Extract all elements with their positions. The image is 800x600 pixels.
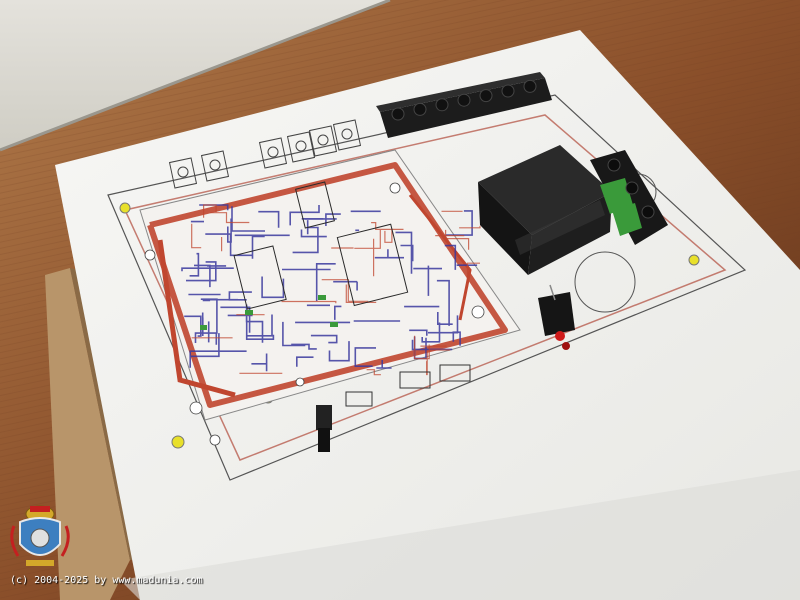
printed-connectors-bottom bbox=[345, 364, 471, 407]
pcb-trace bbox=[428, 315, 459, 334]
pcb-trace bbox=[245, 316, 275, 341]
pcb-trace bbox=[321, 279, 369, 302]
pcb-trace bbox=[310, 334, 338, 344]
terminal-screws bbox=[391, 79, 537, 121]
pcb-trace bbox=[291, 343, 317, 350]
pcb-trace-red-thin bbox=[191, 204, 481, 376]
pcb-trace bbox=[466, 262, 480, 287]
pcb-trace bbox=[366, 369, 381, 376]
pcb-trace bbox=[181, 267, 234, 272]
pcb-trace bbox=[247, 314, 273, 337]
pcb-trace bbox=[281, 300, 337, 304]
terminal-screw bbox=[523, 79, 537, 93]
printed-connector-row bbox=[168, 119, 362, 189]
pcb-trace bbox=[374, 249, 404, 259]
pcb-trace bbox=[191, 223, 202, 249]
pcb-trace bbox=[251, 353, 268, 372]
pcb-trace bbox=[400, 244, 414, 262]
terminal-screw bbox=[435, 98, 449, 112]
pcb-trace bbox=[436, 279, 450, 326]
terminal-screw bbox=[457, 93, 471, 107]
transformer bbox=[478, 145, 612, 275]
pcb-trace bbox=[295, 356, 314, 367]
pcb-trace bbox=[189, 350, 247, 368]
pcb-trace bbox=[258, 210, 280, 228]
pcb-trace bbox=[203, 204, 217, 218]
terminal-screw bbox=[391, 107, 405, 121]
pcb-trace bbox=[421, 322, 441, 343]
terminal-screw bbox=[413, 102, 427, 116]
terminal-screw bbox=[501, 84, 515, 98]
pcb-trace bbox=[289, 205, 320, 226]
pcb-trace bbox=[210, 212, 250, 224]
pcb-green-marks bbox=[200, 295, 338, 330]
push-button bbox=[316, 405, 332, 452]
pcb-trace bbox=[231, 206, 265, 232]
pcb-trace bbox=[200, 298, 218, 334]
pcb-trace bbox=[251, 235, 265, 259]
led-component bbox=[538, 284, 575, 350]
pcb-trace bbox=[426, 350, 428, 376]
pcb-trace bbox=[371, 222, 404, 230]
pcb-trace bbox=[300, 229, 327, 238]
pcb-trace bbox=[220, 306, 251, 333]
pcb-trace bbox=[354, 347, 376, 368]
pcb-trace bbox=[227, 314, 253, 317]
pcb-trace bbox=[186, 261, 217, 282]
pcb-trace bbox=[205, 233, 253, 257]
pcb-trace bbox=[202, 298, 238, 302]
pcb-trace bbox=[194, 264, 211, 288]
pcb-trace bbox=[445, 229, 470, 250]
pcb-trace bbox=[325, 213, 341, 226]
heraldic-crest-icon bbox=[8, 500, 72, 572]
pcb-trace bbox=[384, 228, 393, 243]
copyright-watermark: (c) 2004-2025 by www.madunia.com bbox=[10, 575, 203, 586]
pcb-trace bbox=[452, 331, 461, 346]
pcb-trace bbox=[395, 231, 413, 274]
pcb-trace bbox=[228, 291, 252, 301]
pcb-trace bbox=[414, 335, 430, 360]
pcb-trace bbox=[189, 333, 220, 358]
pcb-trace bbox=[328, 341, 350, 362]
pcb-trace bbox=[444, 244, 457, 270]
pcb-pads bbox=[144, 182, 485, 446]
terminal-screw bbox=[479, 89, 493, 103]
pcb-trace bbox=[333, 280, 358, 291]
pcb-trace bbox=[436, 312, 453, 326]
pcb-trace bbox=[315, 262, 336, 301]
pcb-trace bbox=[459, 225, 481, 229]
pcb-trace bbox=[409, 329, 428, 336]
pcb-trace bbox=[333, 305, 342, 320]
pcb-trace bbox=[376, 360, 392, 369]
pcb-trace bbox=[282, 321, 306, 347]
green-terminal-blocks bbox=[590, 150, 668, 245]
cardboard-board bbox=[45, 268, 130, 600]
pcb-trace bbox=[292, 226, 319, 254]
ic-footprints bbox=[233, 181, 409, 310]
